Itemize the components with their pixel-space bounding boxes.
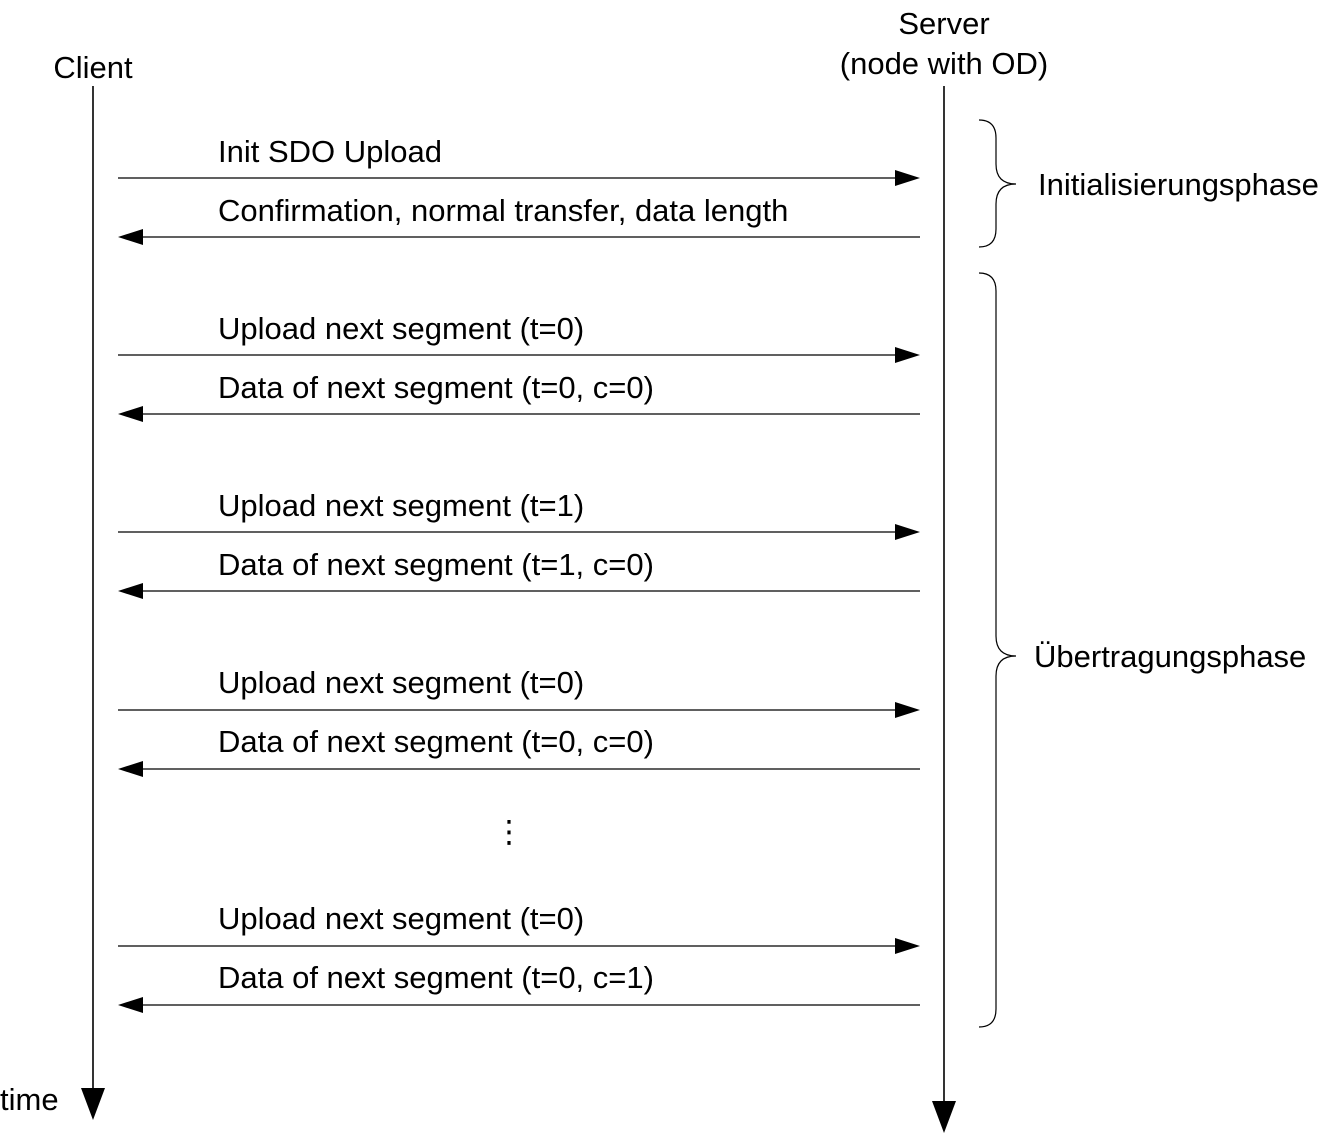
message-label-2: Confirmation, normal transfer, data leng… — [218, 193, 788, 228]
message-label-4: Data of next segment (t=0, c=0) — [218, 370, 654, 405]
server-label-line1: Server — [898, 6, 989, 41]
message-arrowhead-3 — [895, 347, 920, 363]
message-arrowhead-2 — [118, 229, 143, 245]
message-label-8: Data of next segment (t=0, c=0) — [218, 724, 654, 759]
client-label: Client — [53, 50, 133, 85]
message-label-6: Data of next segment (t=1, c=0) — [218, 547, 654, 582]
message-label-1: Init SDO Upload — [218, 134, 442, 169]
message-label-5: Upload next segment (t=1) — [218, 488, 584, 523]
message-label-10: Data of next segment (t=0, c=1) — [218, 960, 654, 995]
message-arrowhead-10 — [118, 997, 143, 1013]
transfer-phase-label: Übertragungsphase — [1034, 639, 1306, 674]
message-label-9: Upload next segment (t=0) — [218, 901, 584, 936]
initialization-phase-label: Initialisierungsphase — [1038, 167, 1319, 202]
message-label-7: Upload next segment (t=0) — [218, 665, 584, 700]
ellipsis-indicator: ⋮ — [494, 814, 525, 849]
message-arrowhead-5 — [895, 524, 920, 540]
message-arrowhead-8 — [118, 761, 143, 777]
message-arrowhead-9 — [895, 938, 920, 954]
message-label-3: Upload next segment (t=0) — [218, 311, 584, 346]
time-label: time — [0, 1082, 59, 1117]
client-time-arrowhead — [81, 1088, 105, 1120]
transfer-phase-brace — [978, 272, 1017, 1028]
initialization-phase-brace — [978, 119, 1017, 248]
message-arrowhead-6 — [118, 583, 143, 599]
messages-group — [118, 170, 920, 1013]
message-arrowhead-4 — [118, 406, 143, 422]
server-time-arrowhead — [932, 1101, 956, 1133]
message-arrowhead-7 — [895, 702, 920, 718]
message-arrowhead-1 — [895, 170, 920, 186]
server-label-line2: (node with OD) — [840, 46, 1048, 81]
